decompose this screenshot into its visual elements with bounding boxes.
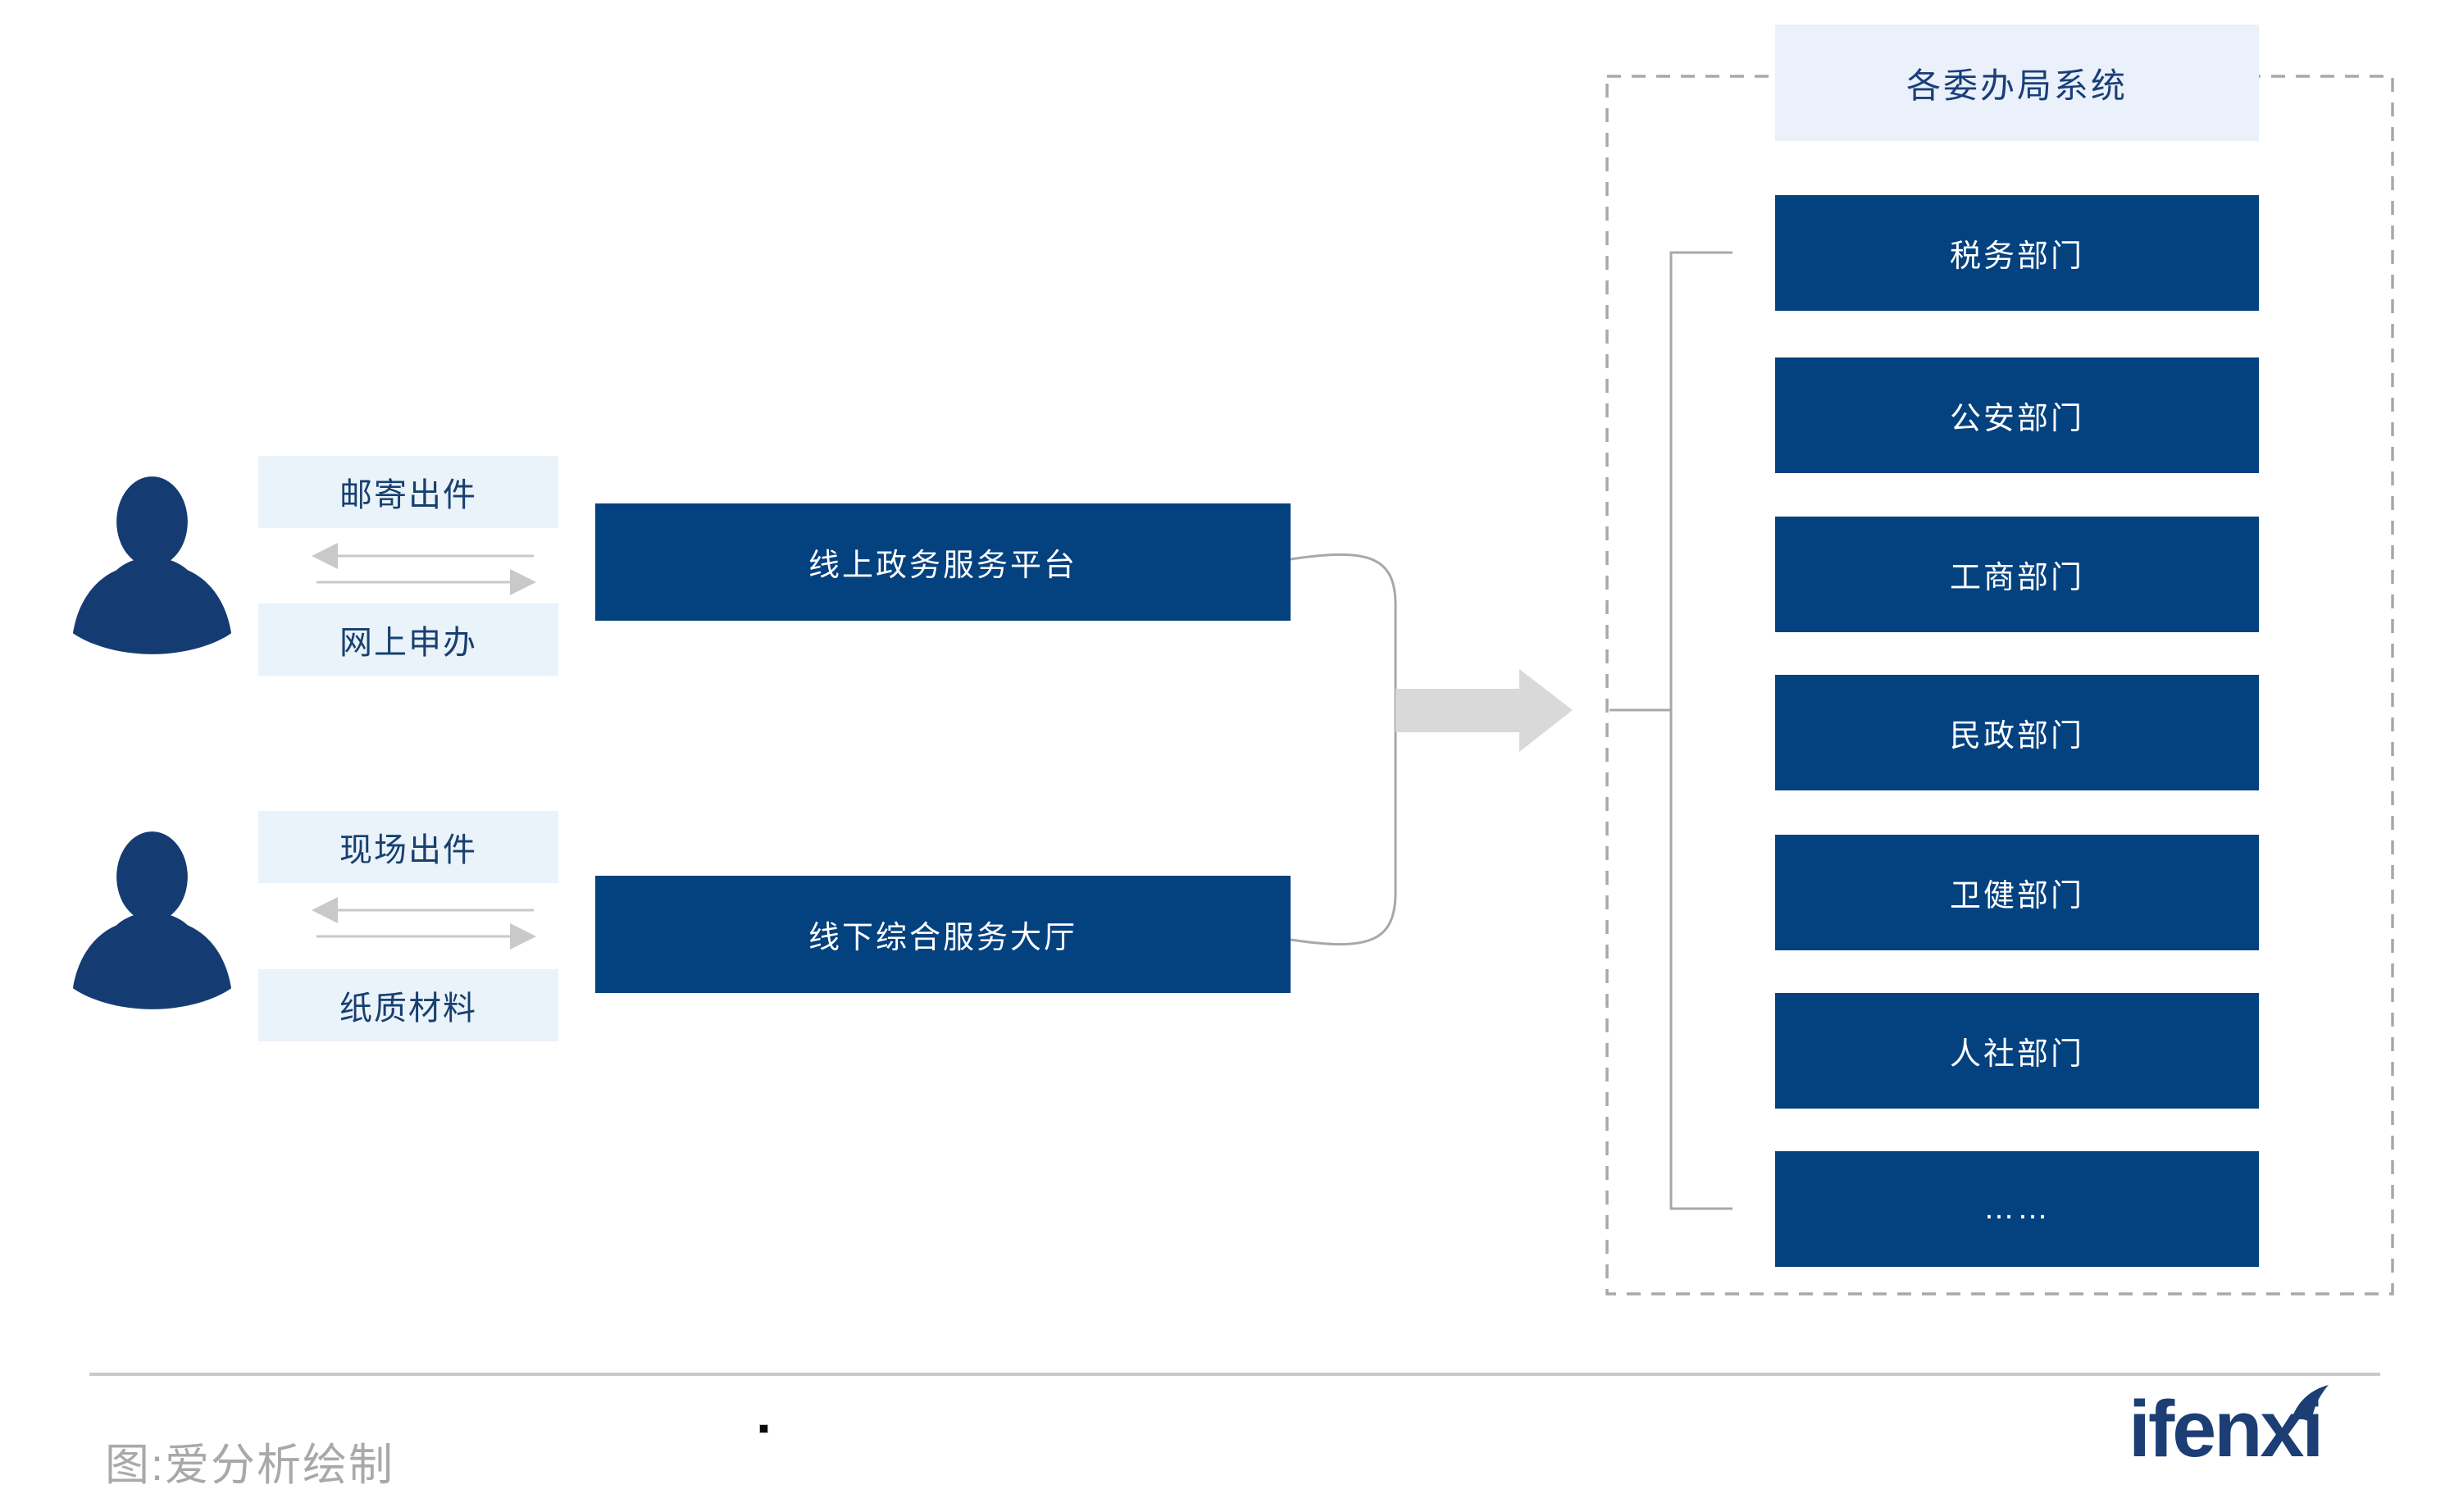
department-label: ……: [1983, 1191, 2051, 1226]
footer-divider: [89, 1373, 2380, 1376]
offline-hall-box: 线下综合服务大厅: [595, 876, 1291, 993]
person-icon: [72, 831, 232, 1009]
exchange-arrows-icon: [312, 897, 536, 950]
logo-swoosh-icon: [2291, 1385, 2329, 1423]
department-box-more: ……: [1775, 1151, 2259, 1267]
mail-delivery-tag: 邮寄出件: [258, 456, 558, 528]
department-label: 卫健部门: [1949, 879, 2084, 913]
online-application-label: 网上申办: [339, 625, 477, 661]
onsite-delivery-label: 现场出件: [339, 832, 477, 868]
department-box-tax: 税务部门: [1775, 195, 2259, 311]
department-label: 税务部门: [1949, 239, 2084, 274]
person-icon: [72, 476, 232, 654]
offline-hall-label: 线下综合服务大厅: [808, 921, 1077, 955]
online-platform-box: 线上政务服务平台: [595, 503, 1291, 621]
paper-materials-tag: 纸质材料: [258, 969, 558, 1041]
department-label: 公安部门: [1949, 402, 2084, 436]
online-application-tag: 网上申办: [258, 603, 558, 676]
exchange-arrows-icon: [312, 543, 536, 595]
department-box-health: 卫健部门: [1775, 835, 2259, 950]
department-label: 人社部门: [1949, 1037, 2084, 1072]
department-bracket: [1669, 251, 1732, 1210]
paper-materials-label: 纸质材料: [339, 991, 477, 1027]
figure-caption: 图:爱分析绘制: [105, 1441, 395, 1490]
onsite-delivery-tag: 现场出件: [258, 811, 558, 883]
system-dashed-border: [1605, 75, 2394, 1296]
department-label: 民政部门: [1949, 719, 2084, 754]
merge-bracket: [1290, 553, 1397, 945]
stray-dot: [759, 1424, 768, 1433]
online-platform-label: 线上政务服务平台: [808, 549, 1077, 583]
department-box-civil-affairs: 民政部门: [1775, 675, 2259, 790]
departments-header-label: 各委办局系统: [1905, 66, 2128, 105]
ifenxi-logo: ifenxi: [2129, 1384, 2324, 1473]
departments-header: 各委办局系统: [1775, 25, 2259, 141]
flow-right-arrow-icon: [1396, 669, 1573, 752]
department-box-social-security: 人社部门: [1775, 993, 2259, 1109]
department-box-commerce: 工商部门: [1775, 517, 2259, 632]
mail-delivery-label: 邮寄出件: [339, 477, 477, 513]
department-label: 工商部门: [1949, 561, 2084, 595]
department-box-police: 公安部门: [1775, 358, 2259, 473]
